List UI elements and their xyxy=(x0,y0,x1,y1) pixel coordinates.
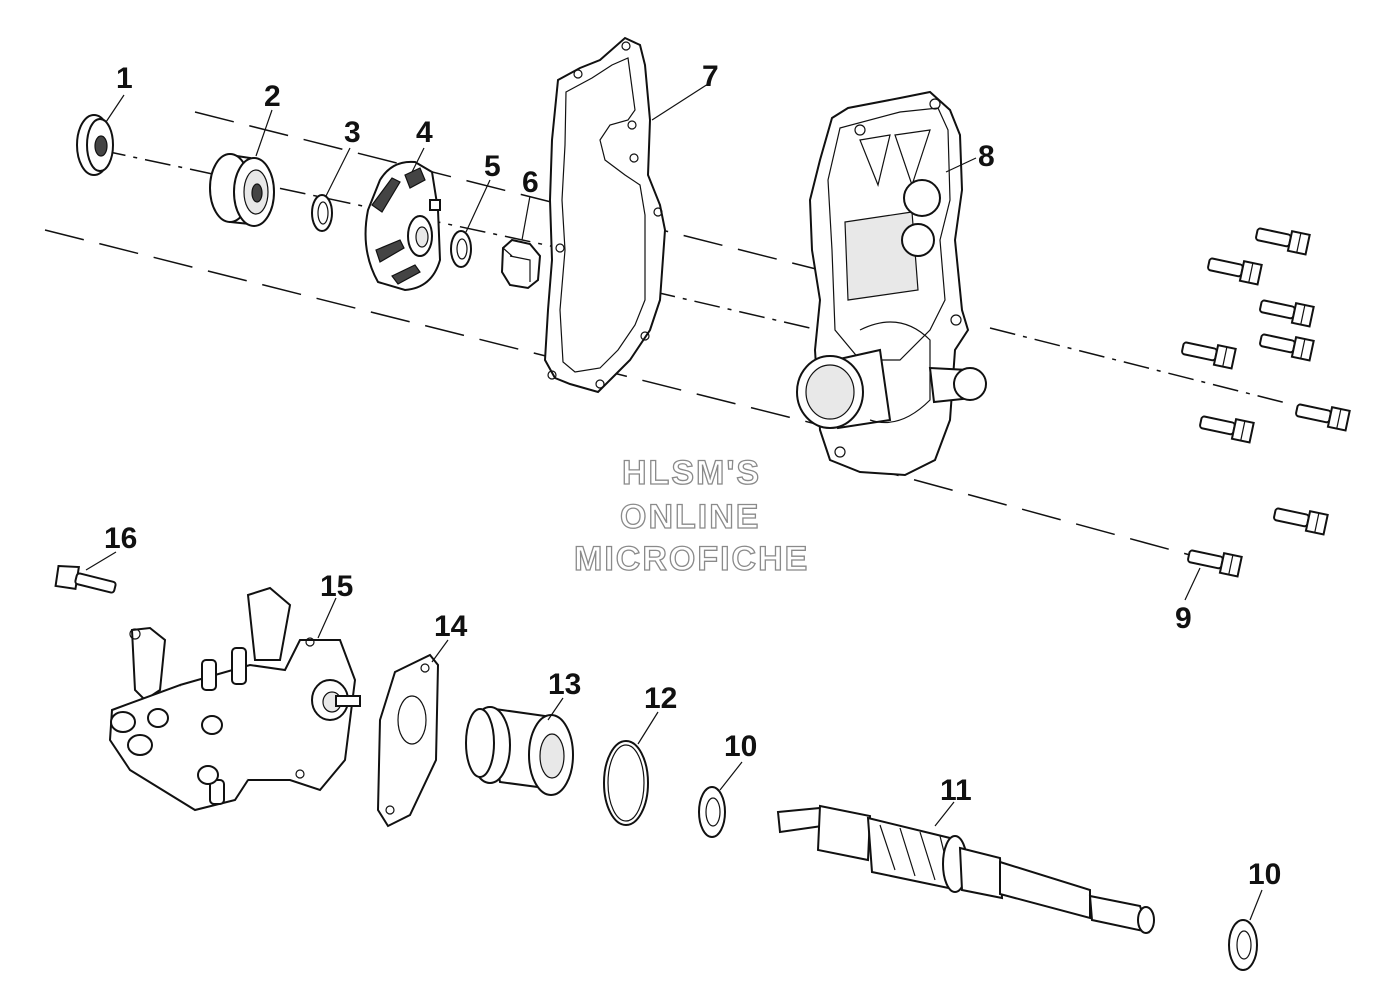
leader-lines xyxy=(85,83,1263,921)
callout-10-upper: 10 xyxy=(724,730,757,763)
callout-7: 7 xyxy=(702,60,719,93)
callout-2: 2 xyxy=(264,80,281,113)
callout-9: 9 xyxy=(1175,602,1192,635)
callout-5: 5 xyxy=(484,150,501,183)
bolt-3 xyxy=(1259,299,1315,328)
bolt-5 xyxy=(1181,341,1237,370)
watermark-line-2: ONLINE xyxy=(619,497,761,536)
callout-numbers: 1 2 3 4 5 6 7 8 9 10 10 11 12 13 14 15 1… xyxy=(104,60,1281,891)
callout-11: 11 xyxy=(940,774,972,807)
callout-16: 16 xyxy=(104,522,137,555)
bolt-2 xyxy=(1207,257,1263,286)
part-pump-housing xyxy=(796,90,987,477)
part-oil-pump xyxy=(108,586,361,812)
callout-8: 8 xyxy=(978,140,995,173)
part-bolts xyxy=(1181,227,1351,578)
watermark-line-1: HLSM'S xyxy=(621,453,762,492)
part-gasket xyxy=(543,36,667,394)
part-bearing xyxy=(209,153,275,227)
part-thrust-washer-lower xyxy=(1228,919,1258,971)
part-impeller xyxy=(364,160,442,292)
callout-12: 12 xyxy=(644,682,677,715)
callout-10-lower: 10 xyxy=(1248,858,1281,891)
callout-6: 6 xyxy=(522,166,539,199)
part-bolt-16 xyxy=(54,565,117,594)
bolt-1 xyxy=(1255,227,1311,256)
bolt-6 xyxy=(1295,403,1351,432)
callout-1: 1 xyxy=(116,62,133,95)
part-sleeve xyxy=(465,706,574,796)
callout-15: 15 xyxy=(320,570,353,603)
watermark-line-3: MICROFICHE xyxy=(573,539,810,578)
bolt-7 xyxy=(1199,415,1255,444)
part-nut xyxy=(500,238,542,290)
callout-14: 14 xyxy=(434,610,468,643)
part-drive-shaft xyxy=(776,804,1155,934)
part-oil-seal xyxy=(76,114,114,176)
part-pump-gasket xyxy=(376,653,440,828)
callout-3: 3 xyxy=(344,116,361,149)
bolt-8 xyxy=(1273,507,1329,536)
bolt-9 xyxy=(1187,549,1243,578)
bolt-4 xyxy=(1259,333,1315,362)
part-washer-3 xyxy=(311,194,333,232)
callout-13: 13 xyxy=(548,668,581,701)
callout-4: 4 xyxy=(416,116,433,149)
part-washer-5 xyxy=(450,230,472,268)
part-o-ring xyxy=(603,740,649,826)
assembly-axis-lines xyxy=(44,111,1291,556)
part-thrust-washer-upper xyxy=(698,786,726,838)
